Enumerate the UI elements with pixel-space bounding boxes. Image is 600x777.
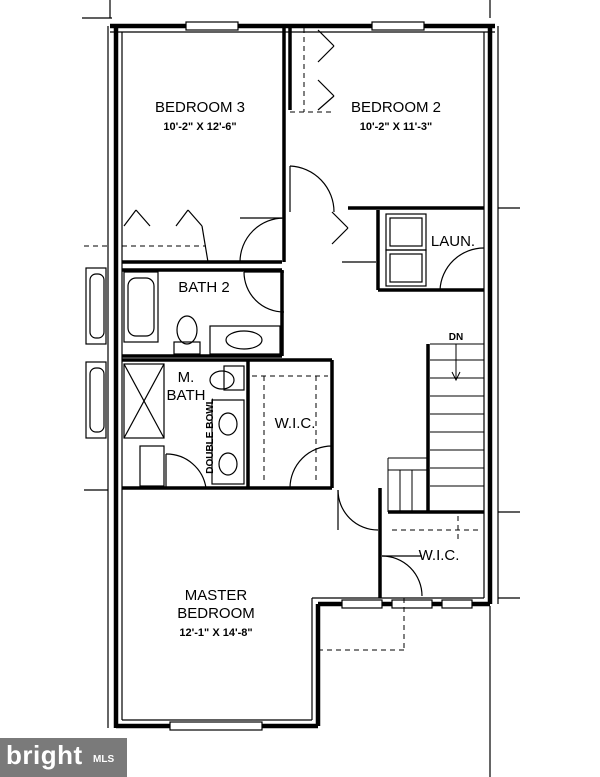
closet-doors-bedroom2: [317, 29, 335, 111]
top-edge-lines: [82, 0, 491, 19]
neighbor-walls-right: [489, 207, 520, 777]
wic-small-label: W.I.C.: [419, 547, 460, 564]
bedroom2-dims: 10'-2" X 11'-3": [360, 121, 433, 133]
bedroom3-dims: 10'-2" X 12'-6": [163, 121, 236, 133]
watermark-suffix: MLS: [93, 754, 115, 765]
master-bath-label-1: M.: [178, 369, 195, 386]
master-bedroom-label-1: MASTER: [185, 587, 248, 604]
neighbor-fixtures-left: [84, 267, 108, 491]
master-bath-label-2: BATH: [167, 387, 206, 404]
washer-dryer: [385, 213, 427, 287]
master-bedroom-dims: 12'-1" X 14'-8": [179, 627, 252, 639]
closet-doors-bedroom3: [123, 209, 209, 263]
wic-label: W.I.C.: [275, 415, 316, 432]
stairs: [387, 343, 484, 512]
bedroom2-name: BEDROOM 2: [351, 99, 441, 116]
master-bedroom-label-2: BEDROOM: [177, 605, 255, 622]
bath2-label: BATH 2: [178, 279, 229, 296]
door-swings: [165, 165, 485, 597]
master-bath-fixtures: [123, 363, 245, 487]
interior-walls: [122, 28, 484, 598]
wic-shelves: [252, 375, 480, 651]
wall-inner-faces: [107, 26, 499, 728]
bright-mls-watermark: bright MLS: [0, 738, 127, 777]
bath2-fixtures: [123, 271, 281, 355]
closet-dash-lines: [84, 28, 332, 247]
bedroom3-name: BEDROOM 3: [155, 99, 245, 116]
watermark-brand: bright: [6, 740, 83, 770]
double-bowl-label: DOUBLE BOWL: [205, 398, 216, 474]
laundry-label: LAUN.: [431, 233, 475, 250]
windows: [169, 21, 473, 731]
stairs-down-label: DN: [449, 332, 463, 343]
